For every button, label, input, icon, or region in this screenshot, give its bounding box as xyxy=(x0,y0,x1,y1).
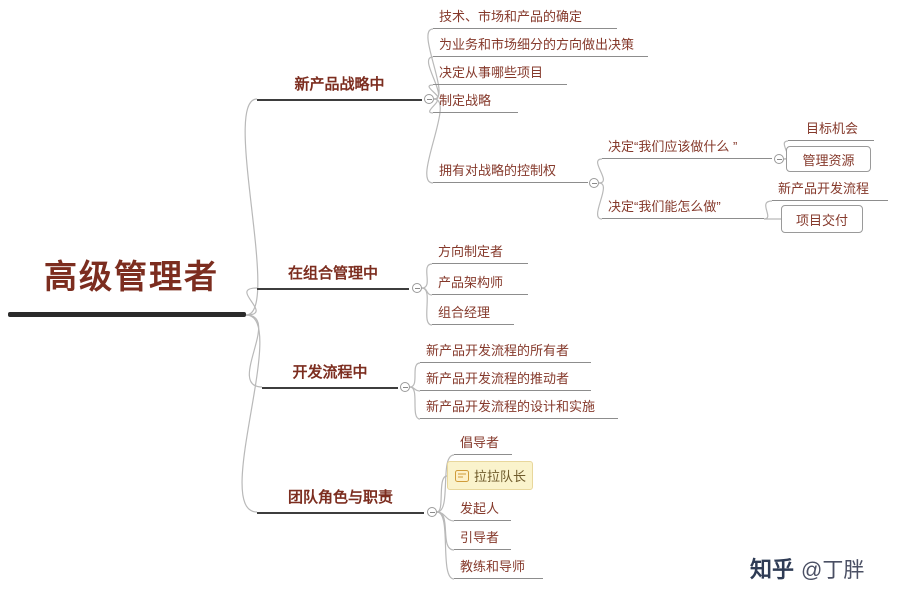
collapse-toggle[interactable] xyxy=(427,507,437,517)
leaf-node[interactable]: 目标机会 xyxy=(788,121,874,141)
leaf-node-boxed[interactable]: 管理资源 xyxy=(786,146,871,172)
root-underline xyxy=(8,312,246,317)
minus-icon xyxy=(776,158,782,160)
highlighted-node-cheerleader[interactable]: 拉拉队长 xyxy=(447,461,533,490)
collapse-toggle[interactable] xyxy=(424,94,434,104)
zhihu-watermark: 知乎 @丁胖 xyxy=(750,552,864,584)
leaf-node[interactable]: 技术、市场和产品的确定 xyxy=(433,9,617,29)
leaf-node[interactable]: 新产品开发流程 xyxy=(772,181,888,201)
zhihu-logo-text: 知乎 xyxy=(750,557,795,582)
root-node[interactable]: 高级管理者 xyxy=(44,258,219,295)
collapse-toggle[interactable] xyxy=(412,283,422,293)
leaf-node-decide-how[interactable]: 决定“我们能怎么做” xyxy=(602,199,764,219)
leaf-node[interactable]: 决定从事哪些项目 xyxy=(433,65,567,85)
branch-node-development-process[interactable]: 开发流程中 xyxy=(262,364,398,389)
collapse-toggle[interactable] xyxy=(400,382,410,392)
leaf-node[interactable]: 制定战略 xyxy=(433,93,518,113)
leaf-node[interactable]: 方向制定者 xyxy=(432,244,528,264)
collapse-toggle[interactable] xyxy=(774,154,784,164)
watermark-handle: @丁胖 xyxy=(801,559,865,582)
leaf-node[interactable]: 倡导者 xyxy=(454,435,512,455)
leaf-node-label: 拉拉队长 xyxy=(474,469,527,484)
minus-icon xyxy=(426,98,432,100)
leaf-node-strategy-control[interactable]: 拥有对战略的控制权 xyxy=(433,163,588,183)
leaf-node[interactable]: 发起人 xyxy=(454,501,511,521)
leaf-node-decide-what[interactable]: 决定“我们应该做什么 ” xyxy=(602,139,772,159)
branch-node-team-roles[interactable]: 团队角色与职责 xyxy=(257,489,424,514)
minus-icon xyxy=(402,386,408,388)
minus-icon xyxy=(591,182,597,184)
cheerleader-badge-icon xyxy=(455,469,469,482)
leaf-node[interactable]: 产品架构师 xyxy=(432,275,528,295)
leaf-node[interactable]: 组合经理 xyxy=(432,305,514,325)
leaf-node[interactable]: 新产品开发流程的所有者 xyxy=(420,343,591,363)
leaf-node[interactable]: 为业务和市场细分的方向做出决策 xyxy=(433,37,648,57)
minus-icon xyxy=(414,287,420,289)
leaf-node[interactable]: 新产品开发流程的设计和实施 xyxy=(420,399,618,419)
leaf-node-boxed[interactable]: 项目交付 xyxy=(781,205,863,233)
leaf-node[interactable]: 引导者 xyxy=(454,530,511,550)
branch-node-new-product-strategy[interactable]: 新产品战略中 xyxy=(257,76,422,101)
branch-node-portfolio-management[interactable]: 在组合管理中 xyxy=(257,265,409,290)
leaf-node[interactable]: 教练和导师 xyxy=(454,559,543,579)
leaf-node[interactable]: 新产品开发流程的推动者 xyxy=(420,371,591,391)
minus-icon xyxy=(429,511,435,513)
collapse-toggle[interactable] xyxy=(589,178,599,188)
